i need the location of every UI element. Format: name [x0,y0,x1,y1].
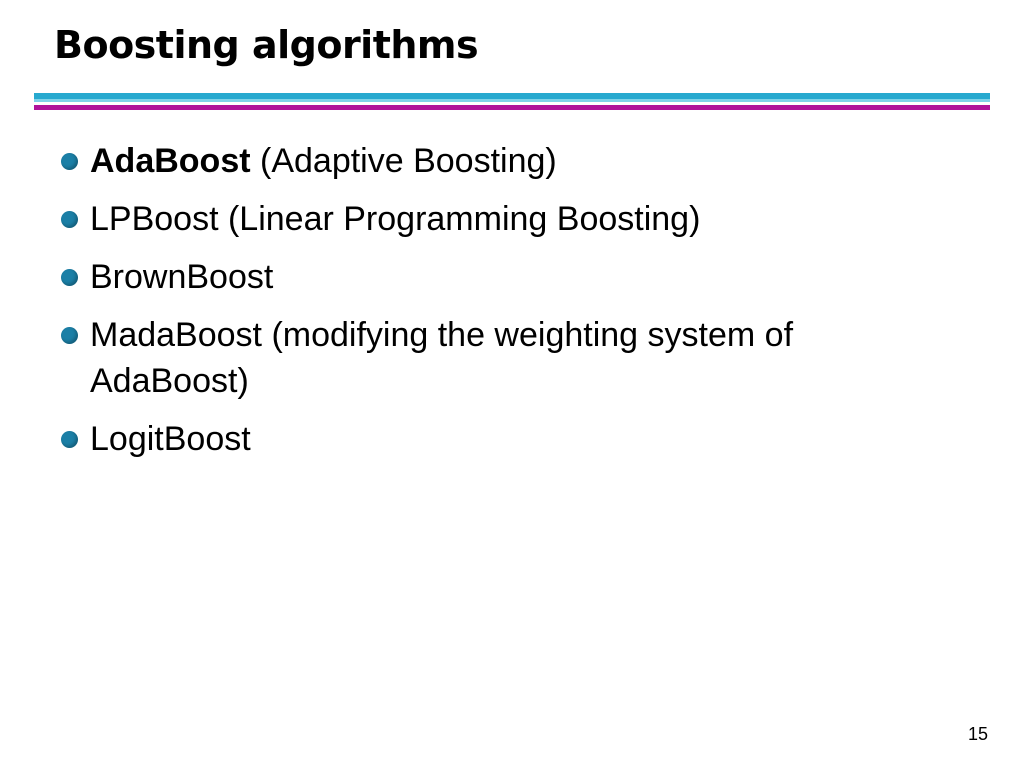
title-rule-gap [34,102,990,105]
title-rule-light-cyan [34,99,990,102]
bullet-item-logitboost: LogitBoost [54,416,954,462]
bullet-text: (Adaptive Boosting) [250,142,557,180]
bullet-text: LogitBoost [90,420,251,458]
bullet-item-adaboost: AdaBoost (Adaptive Boosting) [54,138,954,184]
bullet-dot-icon [61,153,78,170]
bullet-dot-icon [61,327,78,344]
bullet-term: AdaBoost [90,142,251,180]
bullet-dot-icon [61,269,78,286]
bullet-text: BrownBoost [90,258,274,296]
bullet-item-madaboost: MadaBoost (modifying the weighting syste… [54,312,954,404]
slide-title: Boosting algorithms [54,23,479,67]
page-number: 15 [967,724,988,744]
bullet-text: LPBoost (Linear Programming Boosting) [90,200,701,238]
bullet-dot-icon [61,211,78,228]
title-rule-magenta [34,105,990,110]
bullet-list: AdaBoost (Adaptive Boosting) LPBoost (Li… [54,138,954,474]
bullet-item-lpboost: LPBoost (Linear Programming Boosting) [54,196,954,242]
title-rule-cyan [34,93,990,99]
bullet-dot-icon [61,431,78,448]
bullet-item-brownboost: BrownBoost [54,254,954,300]
bullet-text: MadaBoost (modifying the weighting syste… [90,316,794,400]
